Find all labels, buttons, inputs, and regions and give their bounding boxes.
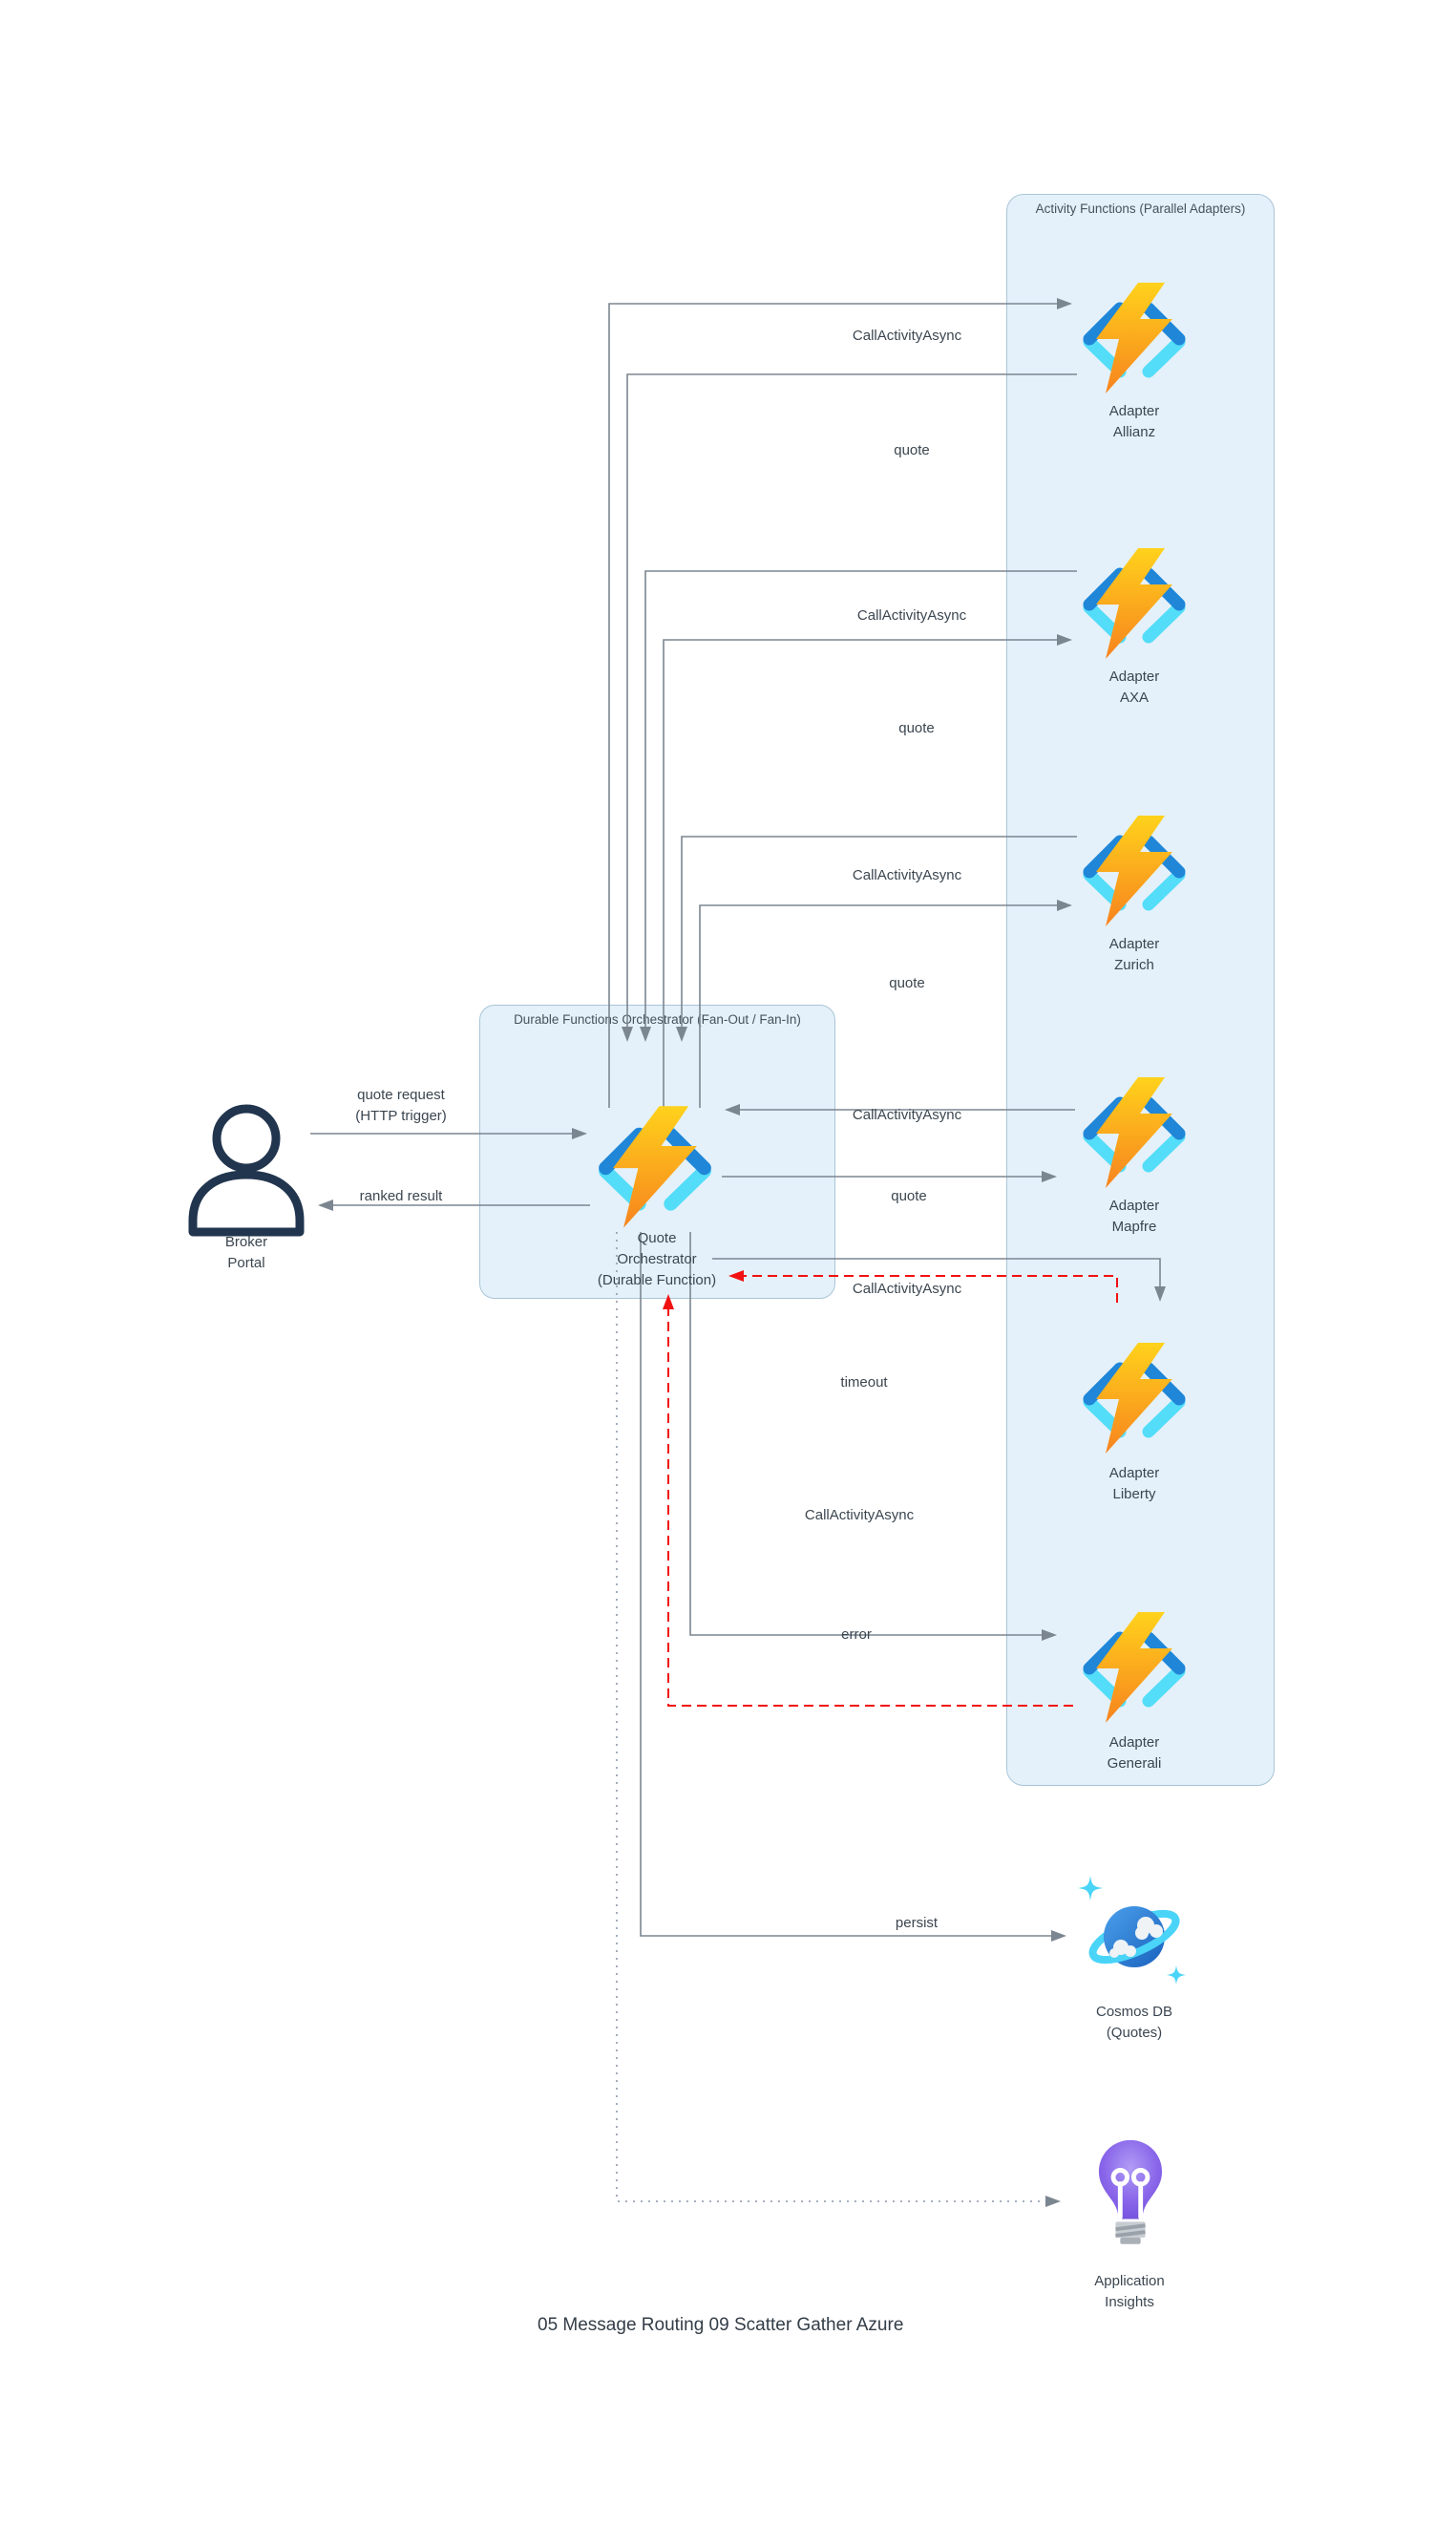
edge-liberty-timeout bbox=[728, 1270, 1118, 1303]
person-icon bbox=[188, 1104, 305, 1237]
edge-axa-call bbox=[663, 634, 1072, 1108]
edge-allianz-quote bbox=[622, 373, 1077, 1042]
orchestrator-node-label: Quote Orchestrator (Durable Function) bbox=[597, 1230, 717, 1288]
edge-telemetry-dotted bbox=[616, 1232, 1061, 2207]
edge-label-axa-call: CallActivityAsync bbox=[856, 607, 967, 624]
edge-label-mapfre-quote: quote bbox=[891, 1188, 927, 1204]
cosmos-db-label: Cosmos DB(Quotes) bbox=[1095, 2004, 1173, 2041]
activity-functions-title: Activity Functions (Parallel Adapters) bbox=[1035, 202, 1246, 216]
edge-allianz-call bbox=[608, 298, 1072, 1108]
edge-label-allianz-call: CallActivityAsync bbox=[852, 328, 962, 344]
cosmos-db-icon bbox=[1078, 1876, 1186, 1985]
edge-label-persist: persist bbox=[895, 1915, 939, 1931]
azure-functions-icon bbox=[1083, 283, 1186, 393]
azure-functions-icon bbox=[599, 1106, 711, 1228]
edge-label-zurich-call: CallActivityAsync bbox=[852, 867, 962, 883]
edge-zurich-quote bbox=[676, 836, 1077, 1042]
diagram-caption: 05 Message Routing 09 Scatter Gather Azu… bbox=[538, 2315, 904, 2335]
edge-label-allianz-quote: quote bbox=[894, 442, 930, 458]
activity-functions-container: Activity Functions (Parallel Adapters) bbox=[1006, 194, 1275, 1786]
app-insights-icon bbox=[1098, 2139, 1163, 2244]
orchestrator-title: Durable Functions Orchestrator (Fan-Out … bbox=[514, 1012, 801, 1027]
edge-label-error: error bbox=[841, 1626, 872, 1643]
edge-liberty-call bbox=[712, 1258, 1166, 1302]
edge-generali-call bbox=[689, 1232, 1057, 1641]
azure-functions-icon bbox=[1083, 816, 1186, 926]
edge-zurich-call bbox=[699, 900, 1072, 1108]
edge-generali-error bbox=[663, 1294, 1073, 1707]
edge-label-mapfre-call: CallActivityAsync bbox=[852, 1107, 962, 1123]
edge-label-quote-request: quote request(HTTP trigger) bbox=[355, 1087, 447, 1124]
edge-label-timeout: timeout bbox=[840, 1374, 888, 1391]
edge-label-generali-call: CallActivityAsync bbox=[804, 1507, 915, 1523]
azure-functions-icon bbox=[1083, 1077, 1186, 1188]
edge-label-liberty-call: CallActivityAsync bbox=[852, 1281, 962, 1297]
azure-functions-icon bbox=[1083, 1612, 1186, 1723]
orchestrator-container: Durable Functions Orchestrator (Fan-Out … bbox=[479, 1005, 835, 1299]
edge-axa-quote bbox=[640, 570, 1077, 1042]
edge-persist bbox=[640, 1232, 1066, 1942]
azure-functions-icon bbox=[1083, 548, 1186, 659]
edge-label-ranked-result: ranked result bbox=[359, 1188, 443, 1204]
edge-label-zurich-quote: quote bbox=[889, 975, 925, 991]
edge-label-axa-quote: quote bbox=[898, 720, 935, 736]
azure-functions-icon bbox=[1083, 1343, 1186, 1454]
